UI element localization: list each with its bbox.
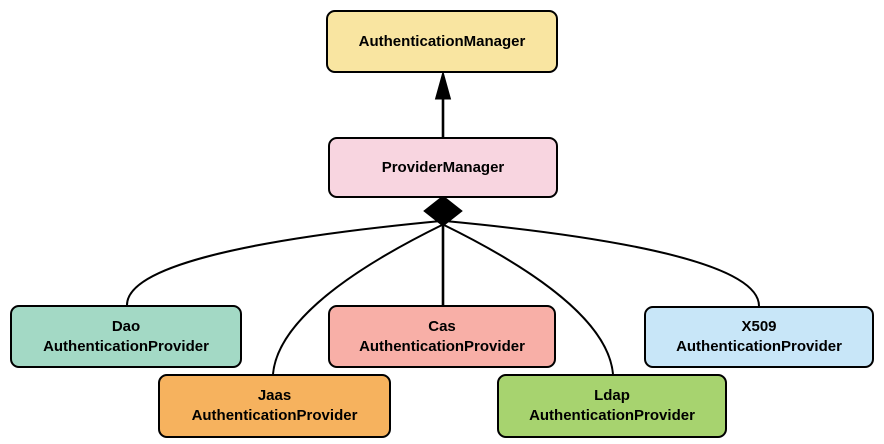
node-label: ProviderManager [381, 158, 505, 176]
node-authentication-manager: AuthenticationManager [326, 10, 558, 73]
edge-ldap-to-providermanager [443, 224, 614, 375]
edge-dao-to-providermanager [126, 220, 442, 306]
node-label: AuthenticationManager [358, 32, 526, 50]
node-label-line2: AuthenticationProvider [359, 337, 525, 355]
node-label-line2: AuthenticationProvider [676, 338, 842, 355]
edge-jaas-to-providermanager [272, 224, 443, 375]
node-ldap-authentication-provider: Ldap AuthenticationProvider [497, 374, 727, 438]
node-x509-authentication-provider: X509 AuthenticationProvider [644, 306, 874, 368]
node-label-line1: Ldap [594, 387, 630, 404]
node-provider-manager: ProviderManager [328, 137, 558, 198]
edge-x509-to-providermanager [444, 220, 760, 307]
node-label-line1: Dao [111, 317, 141, 335]
node-dao-authentication-provider: Dao AuthenticationProvider [10, 305, 242, 368]
arrowhead-up-icon [434, 70, 452, 100]
node-label-line2: AuthenticationProvider [43, 337, 209, 355]
node-label-line1: X509 [741, 318, 777, 335]
node-cas-authentication-provider: Cas AuthenticationProvider [328, 305, 556, 368]
node-jaas-authentication-provider: Jaas AuthenticationProvider [158, 374, 391, 438]
node-label-line2: AuthenticationProvider [529, 407, 695, 424]
node-label-line2: AuthenticationProvider [191, 407, 358, 424]
node-label-line1: Cas [428, 317, 456, 335]
node-label-line1: Jaas [257, 387, 292, 404]
